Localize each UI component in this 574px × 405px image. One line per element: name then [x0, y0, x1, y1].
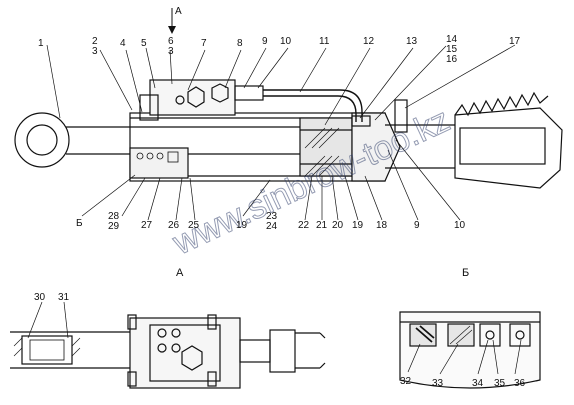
callout-15: 15 — [446, 44, 458, 55]
valve-block — [149, 79, 236, 116]
callout-12: 12 — [363, 36, 375, 47]
callout-3b: 3 — [168, 46, 174, 57]
callout-4: 4 — [120, 38, 126, 49]
left-eye-inner — [26, 124, 58, 156]
oil-pipe — [263, 89, 363, 122]
callout-8: 8 — [237, 38, 243, 49]
callout-33: 33 — [432, 378, 444, 389]
callout-32: 32 — [400, 376, 412, 387]
callout-21: 21 — [316, 220, 328, 231]
valve-nut-2 — [211, 83, 229, 103]
callout-20: 20 — [332, 220, 344, 231]
callout-31: 31 — [58, 292, 70, 303]
callout-10b: 10 — [454, 220, 466, 231]
callout-2: 2 — [92, 36, 98, 47]
view-b — [399, 311, 541, 389]
leader-lines-view-b — [407, 339, 522, 375]
callout-10: 10 — [280, 36, 292, 47]
view-a-valve-block — [129, 317, 241, 389]
callout-19b: 19 — [352, 220, 364, 231]
rear-lug — [454, 107, 563, 189]
left-eye-outer — [14, 112, 70, 168]
gland-seals — [136, 151, 179, 163]
callout-25: 25 — [188, 220, 200, 231]
arrow-label: А — [175, 6, 182, 17]
rear-lug-serration — [454, 91, 549, 117]
callout-13: 13 — [406, 36, 418, 47]
callout-22: 22 — [298, 220, 310, 231]
seal-34 — [479, 323, 501, 347]
callout-36: 36 — [514, 378, 526, 389]
callout-14: 14 — [446, 34, 458, 45]
rear-head — [351, 112, 401, 182]
callout-7: 7 — [201, 38, 207, 49]
callout-1: 1 — [38, 38, 44, 49]
callout-labels: А 1 2 3 4 5 6 3 7 8 9 10 11 12 13 14 15 … — [34, 6, 526, 389]
piston — [299, 117, 353, 177]
callout-b-marker: Б — [76, 218, 83, 229]
callout-26: 26 — [168, 220, 180, 231]
callout-24: 24 — [266, 221, 278, 232]
leader-lines-bottom — [81, 139, 461, 221]
callout-27: 27 — [141, 220, 153, 231]
callout-18: 18 — [376, 220, 388, 231]
fitting — [234, 85, 264, 101]
view-a-clevis — [21, 335, 73, 365]
front-gland — [129, 147, 189, 179]
main-assembly — [14, 8, 563, 189]
callout-9b: 9 — [414, 220, 420, 231]
callout-6: 6 — [168, 36, 174, 47]
callout-19a: 19 — [236, 220, 248, 231]
valve-nut-1 — [187, 86, 205, 108]
seal-33 — [447, 323, 475, 347]
callout-28: 28 — [108, 211, 120, 222]
callout-17: 17 — [509, 36, 521, 47]
callout-34: 34 — [472, 378, 484, 389]
callout-30: 30 — [34, 292, 46, 303]
view-a — [10, 314, 326, 389]
leader-lines-top — [46, 44, 516, 126]
clamp — [394, 99, 408, 133]
callout-9: 9 — [262, 36, 268, 47]
leader-lines-view-a — [27, 301, 69, 339]
callout-23: 23 — [266, 211, 278, 222]
callout-11: 11 — [319, 36, 330, 47]
callout-35: 35 — [494, 378, 506, 389]
view-b-title: Б — [462, 267, 469, 279]
callout-5: 5 — [141, 38, 147, 49]
callout-3: 3 — [92, 46, 98, 57]
callout-29: 29 — [108, 221, 120, 232]
rear-lug-slot — [459, 127, 546, 165]
callout-16: 16 — [446, 54, 458, 65]
view-a-title: А — [176, 267, 184, 279]
